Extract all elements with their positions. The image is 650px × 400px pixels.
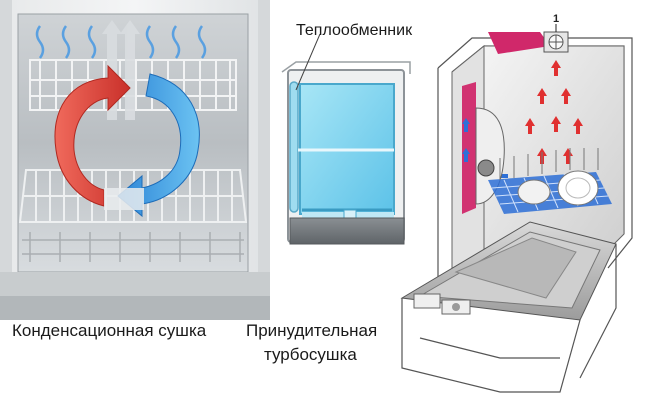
fan-housing xyxy=(488,32,550,54)
condensation-drying-caption: Конденсационная сушка xyxy=(12,321,207,340)
steam-lines xyxy=(35,25,207,59)
turbo-dishwasher-illustration: 1 xyxy=(400,13,633,393)
air-duct xyxy=(462,82,476,214)
heat-exchanger-panel xyxy=(276,60,416,260)
heat-exchanger-label: Теплообменник xyxy=(296,22,413,39)
condensation-panel xyxy=(0,0,270,320)
turbo-drying-caption-line1: Принудительная xyxy=(246,321,378,340)
airflow-arrows xyxy=(525,60,583,164)
heat-exchanger-schematic xyxy=(281,61,411,245)
fan-icon xyxy=(543,31,569,53)
exchanger-channel xyxy=(289,81,299,213)
door xyxy=(400,221,617,321)
callout-number: 1 xyxy=(553,13,559,25)
heat-exchanger-pointer xyxy=(295,33,321,91)
plates xyxy=(517,170,599,206)
condensation-dishwasher-illustration xyxy=(0,0,270,320)
control-button xyxy=(413,293,441,309)
turbo-drying-panel: 1 xyxy=(380,8,650,400)
turbo-drying-caption-line2: турбосушка xyxy=(264,345,357,364)
